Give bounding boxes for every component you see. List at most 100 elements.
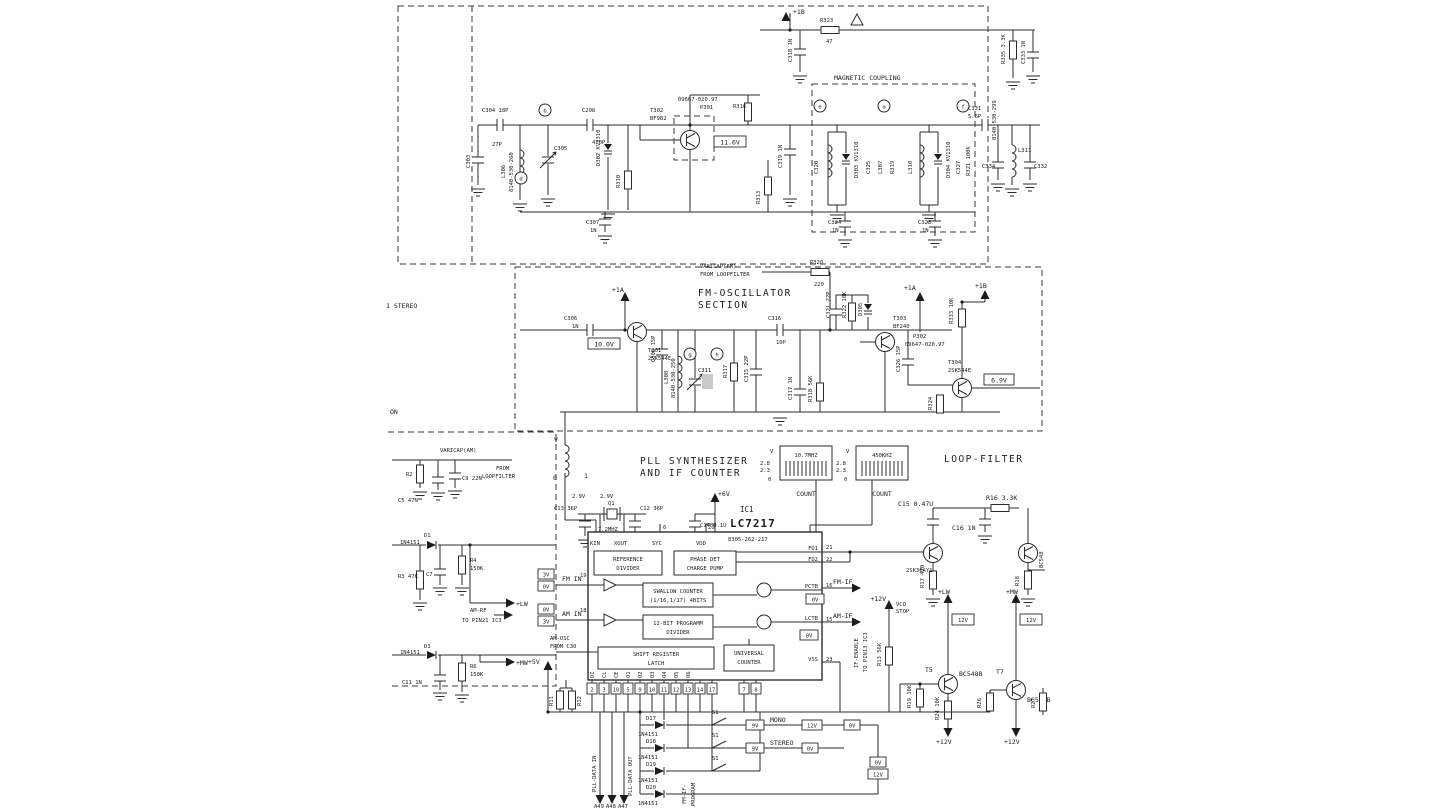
- am-in-low-box: [537, 615, 555, 627]
- counter-450-tick-28: 2.8: [836, 461, 846, 467]
- r27-label: R27: [1031, 698, 1037, 708]
- tap-label-f: f: [961, 105, 964, 111]
- pin-box-10: 14: [697, 688, 704, 694]
- c328-label: C328: [918, 220, 931, 226]
- t7-type-label: BC558B: [1027, 696, 1051, 704]
- if-enable-dest-label: TO PIN13 IC3: [863, 632, 869, 672]
- sig-label-o5: O5: [674, 671, 680, 678]
- r13-resistor: [885, 646, 893, 666]
- ic-internal-wires: [588, 551, 822, 653]
- mw-output-label: +MW: [1006, 588, 1018, 596]
- pll-title-1: PLL SYNTHESIZER: [640, 456, 748, 467]
- c318-label: C318 1N: [788, 39, 794, 62]
- r313-resistor: [764, 176, 772, 196]
- p301-label: P301: [700, 105, 713, 111]
- lw-out-label: +LW: [516, 600, 528, 608]
- r313-label: R313: [756, 191, 762, 204]
- t302-transistor: [680, 130, 700, 150]
- r13-label: R13 56K: [877, 642, 883, 666]
- c15-label: C15 0.47U: [898, 500, 933, 508]
- r6-resistor: [458, 662, 466, 682]
- am-if-voltage: 0V: [806, 634, 813, 640]
- r322-label: R322 10K: [842, 291, 848, 318]
- magnetic-coupling-boundary: [811, 83, 976, 233]
- t301-type-label: 2SK544E: [648, 356, 671, 362]
- l308-part-label: 8140-530-250: [671, 358, 677, 398]
- data-arrow-3: [619, 795, 629, 804]
- c13-label: C13 36P: [554, 506, 578, 512]
- t5-type-label: BC548B: [959, 670, 983, 678]
- t303-type-label: BF240: [893, 324, 910, 330]
- c306-label: C306: [564, 316, 577, 322]
- pin-fd1: FD1: [808, 546, 818, 552]
- pin-num-16: 16: [826, 583, 833, 589]
- r17-ground: [925, 598, 941, 607]
- c14-label: C14 0.1U: [700, 523, 727, 529]
- pin-kin: KIN: [590, 541, 600, 547]
- if-enable-label: IF-ENABLE: [854, 638, 860, 668]
- varicap-fm-label: VARICAP(FM): [700, 264, 736, 270]
- c317-capacitor: [792, 388, 808, 396]
- osc-ground: [772, 417, 788, 426]
- s1-switch-1: [706, 717, 732, 726]
- c334-ground: [990, 183, 1006, 192]
- lw-voltage-box: [951, 613, 975, 626]
- ic1-ref: IC1: [740, 505, 754, 514]
- r6-value: 150K: [470, 672, 484, 678]
- counter-450-axis-v: V: [846, 449, 850, 455]
- s1-label-2: S1: [712, 733, 719, 739]
- pin-box-8: 12: [673, 688, 680, 694]
- c316-capacitor: [776, 322, 784, 338]
- d18-label: D18: [646, 739, 656, 745]
- c303-label: C303: [466, 155, 472, 168]
- lw-output-label: +LW: [938, 588, 950, 596]
- badge-12v-a: 12V: [807, 724, 818, 730]
- plus1a-right-label: +1A: [904, 284, 916, 292]
- c16-label: C16 1N: [952, 524, 976, 532]
- r318-label: R318 56K: [808, 375, 814, 402]
- d1-label: D1: [424, 533, 431, 539]
- c305-label: C305: [554, 146, 567, 152]
- r320-resistor: [810, 268, 830, 276]
- c306-capacitor: [586, 322, 594, 338]
- cut-fragment-stereo: 1 STEREO: [386, 302, 417, 310]
- r11-label: R11: [549, 696, 555, 706]
- am-if-arrow: [852, 617, 861, 627]
- plus1b-right-label: +1B: [975, 282, 987, 290]
- coil-1-label: 1: [584, 472, 588, 480]
- pin-box-3: 10: [613, 688, 620, 694]
- fm-oscillator-section: g h VARICAP(FM) FROM LOOPFILTER R320 220…: [386, 260, 1040, 532]
- c316-label: C316: [768, 316, 781, 322]
- c316-value: 10P: [776, 340, 787, 346]
- tap-label-d: d: [519, 177, 522, 183]
- badge-0v-a: 0V: [849, 724, 856, 730]
- frontend-boundary: [397, 5, 989, 265]
- c307-capacitor: [597, 218, 613, 226]
- varicap-am-from: FROM: [496, 466, 510, 472]
- if-counter-displays: 10.7MHZ COUNT V 2.8 2.3 0 450KHZ COUNT V…: [760, 445, 909, 532]
- c303-capacitor: [470, 156, 486, 164]
- c321-label: C321 22P: [826, 291, 832, 318]
- r16-resistor: [990, 504, 1010, 512]
- d1-diode: [425, 539, 439, 551]
- fm-feed-coil: [564, 444, 570, 478]
- c307-value: 1N: [590, 228, 597, 234]
- c319-label: C319 1N: [778, 145, 784, 168]
- counter-107-axis-v: V: [770, 449, 774, 455]
- c15-capacitor: [925, 518, 941, 526]
- c9-ground: [447, 490, 463, 499]
- am-in-high-box: [537, 603, 555, 615]
- pin-num-21: 21: [826, 545, 833, 551]
- plus1b-right-arrow: [980, 290, 990, 299]
- pin-box-12: 7: [742, 688, 745, 694]
- pin-box-7: 11: [661, 688, 668, 694]
- r3-ground: [412, 602, 428, 611]
- fm-in-high: 3V: [543, 573, 550, 579]
- tap-circle-d: [514, 171, 528, 185]
- r6-label: R6: [470, 664, 477, 670]
- c11-capacitor: [432, 674, 448, 682]
- r317-label: R317: [723, 365, 729, 378]
- d19-label: D19: [646, 762, 656, 768]
